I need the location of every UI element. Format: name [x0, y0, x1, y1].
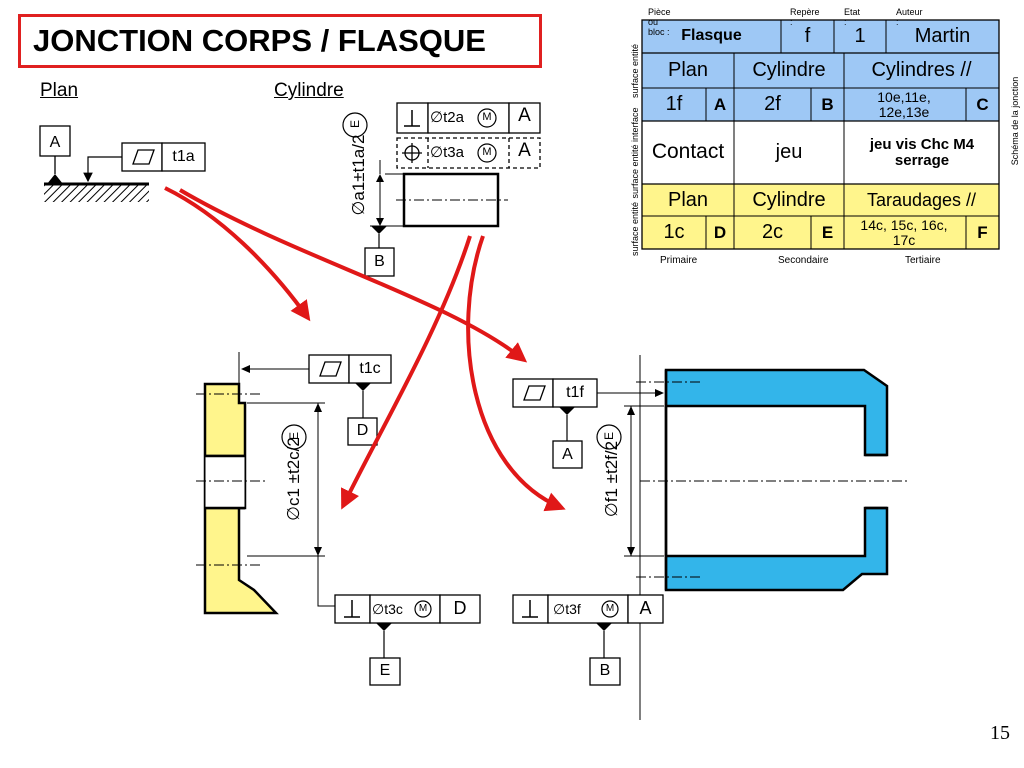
row5-primary: 1c	[663, 221, 685, 243]
datum-b-label: B	[374, 253, 385, 270]
contact-label: Contact	[651, 140, 725, 164]
flatness-icon	[523, 385, 546, 401]
row4-secondary: Cylindre	[752, 188, 826, 211]
etat-value: 1	[854, 25, 866, 47]
envelope-icon	[342, 112, 368, 138]
arrow-cyl-to-flasque	[466, 235, 566, 512]
classification-table	[641, 19, 1000, 250]
datum-e-box	[369, 657, 401, 686]
row2-tertiary: 10e,11e, 12e,13e	[877, 88, 931, 120]
contact-secondary: jeu	[775, 141, 803, 163]
row5-secondary: 2c	[761, 221, 784, 243]
ref-a1-label: A	[518, 105, 531, 126]
datum-b-box	[589, 657, 621, 686]
cylinder-schema	[342, 102, 541, 277]
t1c-label: t1c	[359, 360, 381, 377]
arrow-plan-to-flasque	[178, 188, 528, 363]
mmc-label: M	[482, 146, 492, 158]
datum-d-label: D	[356, 422, 369, 439]
mmc-icon	[414, 600, 432, 618]
t1f-label: t1f	[566, 384, 584, 401]
header-repere: Repère :	[790, 7, 820, 27]
row2-primary-label: A	[713, 94, 727, 114]
row2-secondary: 2f	[764, 93, 781, 115]
flatness-icon	[132, 149, 155, 165]
ref-a-label: A	[639, 598, 652, 618]
title-text: JONCTION CORPS / FLASQUE	[33, 23, 486, 58]
flatness-icon	[319, 361, 342, 377]
header-piece: Pièce ou bloc :	[648, 7, 671, 37]
plan-surface	[39, 125, 206, 202]
diameter-a1-label: ∅a1±t1a/2	[349, 134, 368, 216]
row4-tertiary: Taraudages //	[866, 189, 977, 210]
mmc-icon	[477, 108, 497, 128]
t3a-label: ∅t3a	[430, 144, 464, 161]
arrow-cyl-to-corps	[341, 235, 472, 510]
header-auteur: Auteur :	[896, 7, 923, 27]
datum-a-label: A	[562, 446, 573, 463]
row5-primary-label: D	[713, 222, 727, 242]
row5-tertiary: 14c, 15c, 16c, 17c	[860, 216, 948, 248]
flatness-box	[121, 142, 163, 172]
envelope-icon	[281, 424, 307, 450]
cylinder-label: Cylindre	[274, 80, 344, 101]
envelope-icon	[596, 424, 622, 450]
flasque-part	[512, 355, 910, 720]
mmc-label: M	[418, 603, 428, 614]
ref-a2-label: A	[518, 140, 531, 161]
t2a-label: ∅t2a	[430, 109, 464, 126]
datum-b-label: B	[599, 662, 611, 679]
arrow-plan-to-corps	[164, 186, 311, 322]
plan-label: Plan	[40, 80, 79, 101]
datum-b-box	[364, 247, 395, 277]
row2-primary: 1f	[665, 93, 683, 115]
row2-tertiary-label: C	[976, 94, 989, 114]
row1-secondary: Cylindre	[752, 59, 826, 81]
envelope-label: E	[287, 432, 301, 441]
auteur-value: Martin	[914, 25, 971, 47]
datum-a-label: A	[49, 134, 61, 151]
repere-value: f	[804, 25, 811, 47]
datum-a-box	[39, 125, 71, 157]
mmc-icon	[601, 600, 619, 618]
header-etat: Etat :	[844, 7, 861, 27]
t3c-label: ∅t3c	[372, 601, 403, 617]
mmc-label: M	[605, 603, 615, 614]
row5-tertiary-label: F	[977, 222, 988, 242]
t3f-label: ∅t3f	[553, 601, 581, 617]
datum-e-label: E	[379, 662, 391, 679]
row5-secondary-label: E	[821, 222, 834, 242]
datum-a-box	[552, 440, 583, 469]
slide-title: JONCTION CORPS / FLASQUE	[18, 14, 542, 68]
page-number: 15	[990, 722, 1010, 744]
piece-value: Flasque	[681, 27, 742, 45]
datum-d-box	[347, 417, 378, 446]
t1a-label: t1a	[172, 148, 195, 165]
footer-primary: Primaire	[660, 255, 698, 266]
row2-secondary-label: B	[821, 94, 834, 114]
envelope-label: E	[602, 432, 616, 441]
envelope-label: E	[348, 120, 362, 129]
right-label: Schéma de la jonction	[1010, 76, 1020, 166]
row1-tertiary: Cylindres //	[871, 59, 972, 81]
t1a-box	[161, 142, 206, 172]
row4-primary: Plan	[667, 188, 709, 211]
row1-primary: Plan	[667, 59, 709, 81]
side-label-3: surface entité	[630, 201, 640, 257]
footer-tertiary: Tertiaire	[905, 255, 941, 266]
ref-d-label: D	[453, 598, 467, 618]
mmc-icon	[477, 143, 497, 163]
mmc-label: M	[482, 111, 492, 123]
contact-tertiary: jeu vis Chc M4 serrage	[869, 135, 975, 169]
footer-secondary: Secondaire	[778, 255, 829, 266]
red-arrows	[164, 186, 566, 512]
corps-part	[196, 352, 481, 686]
